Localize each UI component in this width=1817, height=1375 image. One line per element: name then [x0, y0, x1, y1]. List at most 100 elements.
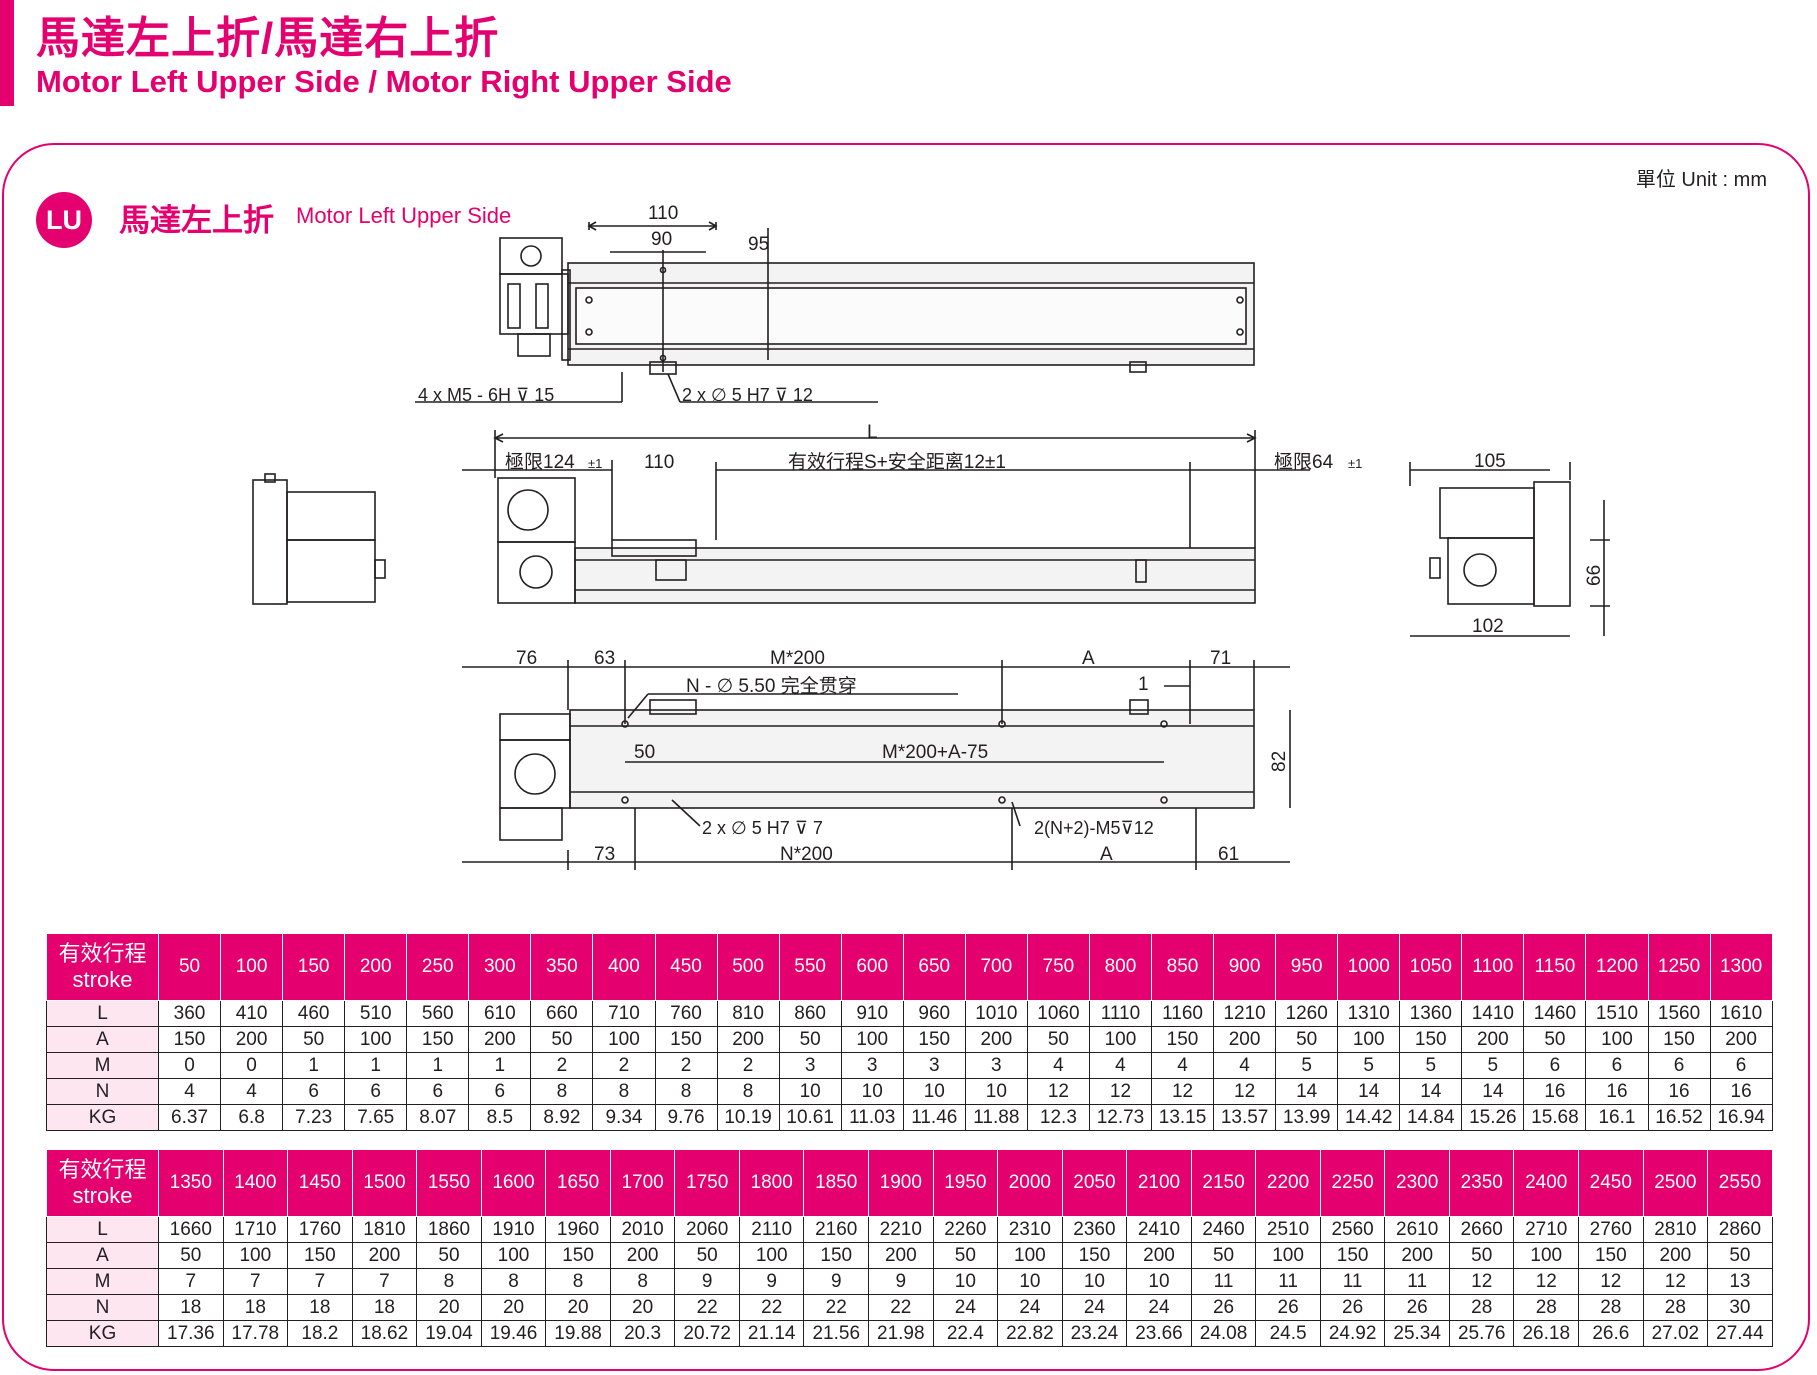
stroke-value-header: 1900: [868, 1149, 934, 1217]
table-cell: 23.66: [1126, 1320, 1192, 1347]
table-cell: 26: [1255, 1294, 1321, 1321]
table-cell: 13.57: [1213, 1104, 1277, 1131]
stroke-value-header: 1800: [738, 1149, 805, 1217]
table-cell: 5: [1399, 1052, 1463, 1079]
dim-limit-left: 極限124: [505, 451, 575, 473]
stroke-value-header: 950: [1275, 933, 1339, 1001]
table-cell: 18: [222, 1294, 289, 1321]
table-cell: 26.6: [1578, 1320, 1644, 1347]
table-cell: 100: [344, 1026, 408, 1053]
table-cell: 2: [530, 1052, 594, 1079]
table-cell: 14.42: [1337, 1104, 1401, 1131]
dim-bot-71: 71: [1210, 648, 1231, 669]
table-cell: 6: [1585, 1052, 1649, 1079]
table-cell: 6: [468, 1078, 532, 1105]
table-cell: 100: [480, 1242, 547, 1269]
table-cell: 50: [530, 1026, 594, 1053]
table-cell: 28: [1448, 1294, 1515, 1321]
table-cell: 14: [1275, 1078, 1339, 1105]
table-cell: 2510: [1255, 1216, 1321, 1243]
table-cell: 200: [1126, 1242, 1192, 1269]
note-pin-hole: 2 x ∅ 5 H7 ⊽ 12: [682, 385, 813, 405]
table-cell: 24.5: [1255, 1320, 1321, 1347]
table-cell: 100: [592, 1026, 656, 1053]
table-cell: 1560: [1647, 1000, 1711, 1027]
table-cell: 10: [840, 1078, 904, 1105]
table-cell: 12.3: [1026, 1104, 1090, 1131]
table-cell: 150: [1150, 1026, 1215, 1053]
table-cell: 200: [1709, 1026, 1773, 1053]
stroke-value-header: 2350: [1448, 1149, 1515, 1217]
table-cell: 150: [545, 1242, 611, 1269]
table-cell: 1810: [351, 1216, 418, 1243]
table-cell: 7: [287, 1268, 353, 1295]
table-cell: 25.34: [1384, 1320, 1450, 1347]
table-cell: 50: [1448, 1242, 1515, 1269]
dim-effective-stroke: 有效行程S+安全距离12±1: [788, 451, 1006, 473]
table-cell: 24: [1126, 1294, 1192, 1321]
table-cell: 910: [840, 1000, 904, 1027]
stroke-header-zh: 有效行程: [58, 941, 147, 966]
table-cell: 1960: [545, 1216, 611, 1243]
table-cell: 50: [1026, 1026, 1090, 1053]
dim-limit-left-tol: ±1: [588, 456, 602, 471]
table-cell: 5: [1337, 1052, 1401, 1079]
stroke-value-header: 2100: [1126, 1149, 1192, 1217]
table-cell: 10: [1061, 1268, 1128, 1295]
table-cell: 9.34: [592, 1104, 656, 1131]
table-cell: 2810: [1642, 1216, 1709, 1243]
stroke-header-en: stroke: [72, 1183, 133, 1208]
table-cell: 20.72: [674, 1320, 740, 1347]
table-cell: 760: [654, 1000, 718, 1027]
stroke-value-header: 1350: [158, 1149, 224, 1217]
note-m5-tap-12: 2(N+2)-M5⊽12: [1034, 818, 1154, 838]
table-cell: 12: [1026, 1078, 1090, 1105]
dim-side-L: L: [867, 422, 878, 443]
bottom-view: 76 63 M*200 A 71 N - ∅ 5.50 完全贯穿 1 50 M*…: [462, 648, 1291, 870]
stroke-value-header: 2250: [1319, 1149, 1386, 1217]
dim-top-95: 95: [748, 234, 769, 255]
stroke-value-header: 500: [716, 933, 780, 1001]
table-cell: 200: [1461, 1026, 1525, 1053]
stroke-value-header: 1050: [1399, 933, 1463, 1001]
table-cell: 10: [778, 1078, 842, 1105]
table-cell: 3: [902, 1052, 966, 1079]
table-cell: 1: [406, 1052, 470, 1079]
stroke-value-header: 1300: [1709, 933, 1773, 1001]
table-cell: 14: [1337, 1078, 1401, 1105]
table-cell: 2610: [1384, 1216, 1450, 1243]
table-cell: 11.46: [902, 1104, 966, 1131]
stroke-value-header: 1500: [351, 1149, 418, 1217]
table-cell: 360: [157, 1000, 222, 1027]
table-cell: 3: [964, 1052, 1028, 1079]
stroke-value-header: 2450: [1578, 1149, 1644, 1217]
table-cell: 18.62: [351, 1320, 418, 1347]
page-title-en: Motor Left Upper Side / Motor Right Uppe…: [36, 64, 732, 99]
table-cell: 9: [803, 1268, 870, 1295]
table-cell: 6.8: [220, 1104, 284, 1131]
stroke-value-header: 2500: [1642, 1149, 1709, 1217]
table-cell: 6: [1523, 1052, 1587, 1079]
dim-bot-m200: M*200: [770, 648, 825, 669]
table-cell: 24: [932, 1294, 999, 1321]
table-cell: 1310: [1337, 1000, 1401, 1027]
table-cell: 50: [1523, 1026, 1587, 1053]
stroke-value-header: 2000: [997, 1149, 1063, 1217]
stroke-value-header: 1100: [1461, 933, 1525, 1001]
table-cell: 12: [1513, 1268, 1580, 1295]
table-cell: 10: [902, 1078, 966, 1105]
table-cell: 2060: [674, 1216, 740, 1243]
table-cell: 1210: [1213, 1000, 1277, 1027]
table-cell: 0: [157, 1052, 222, 1079]
table-cell: 7.65: [344, 1104, 408, 1131]
